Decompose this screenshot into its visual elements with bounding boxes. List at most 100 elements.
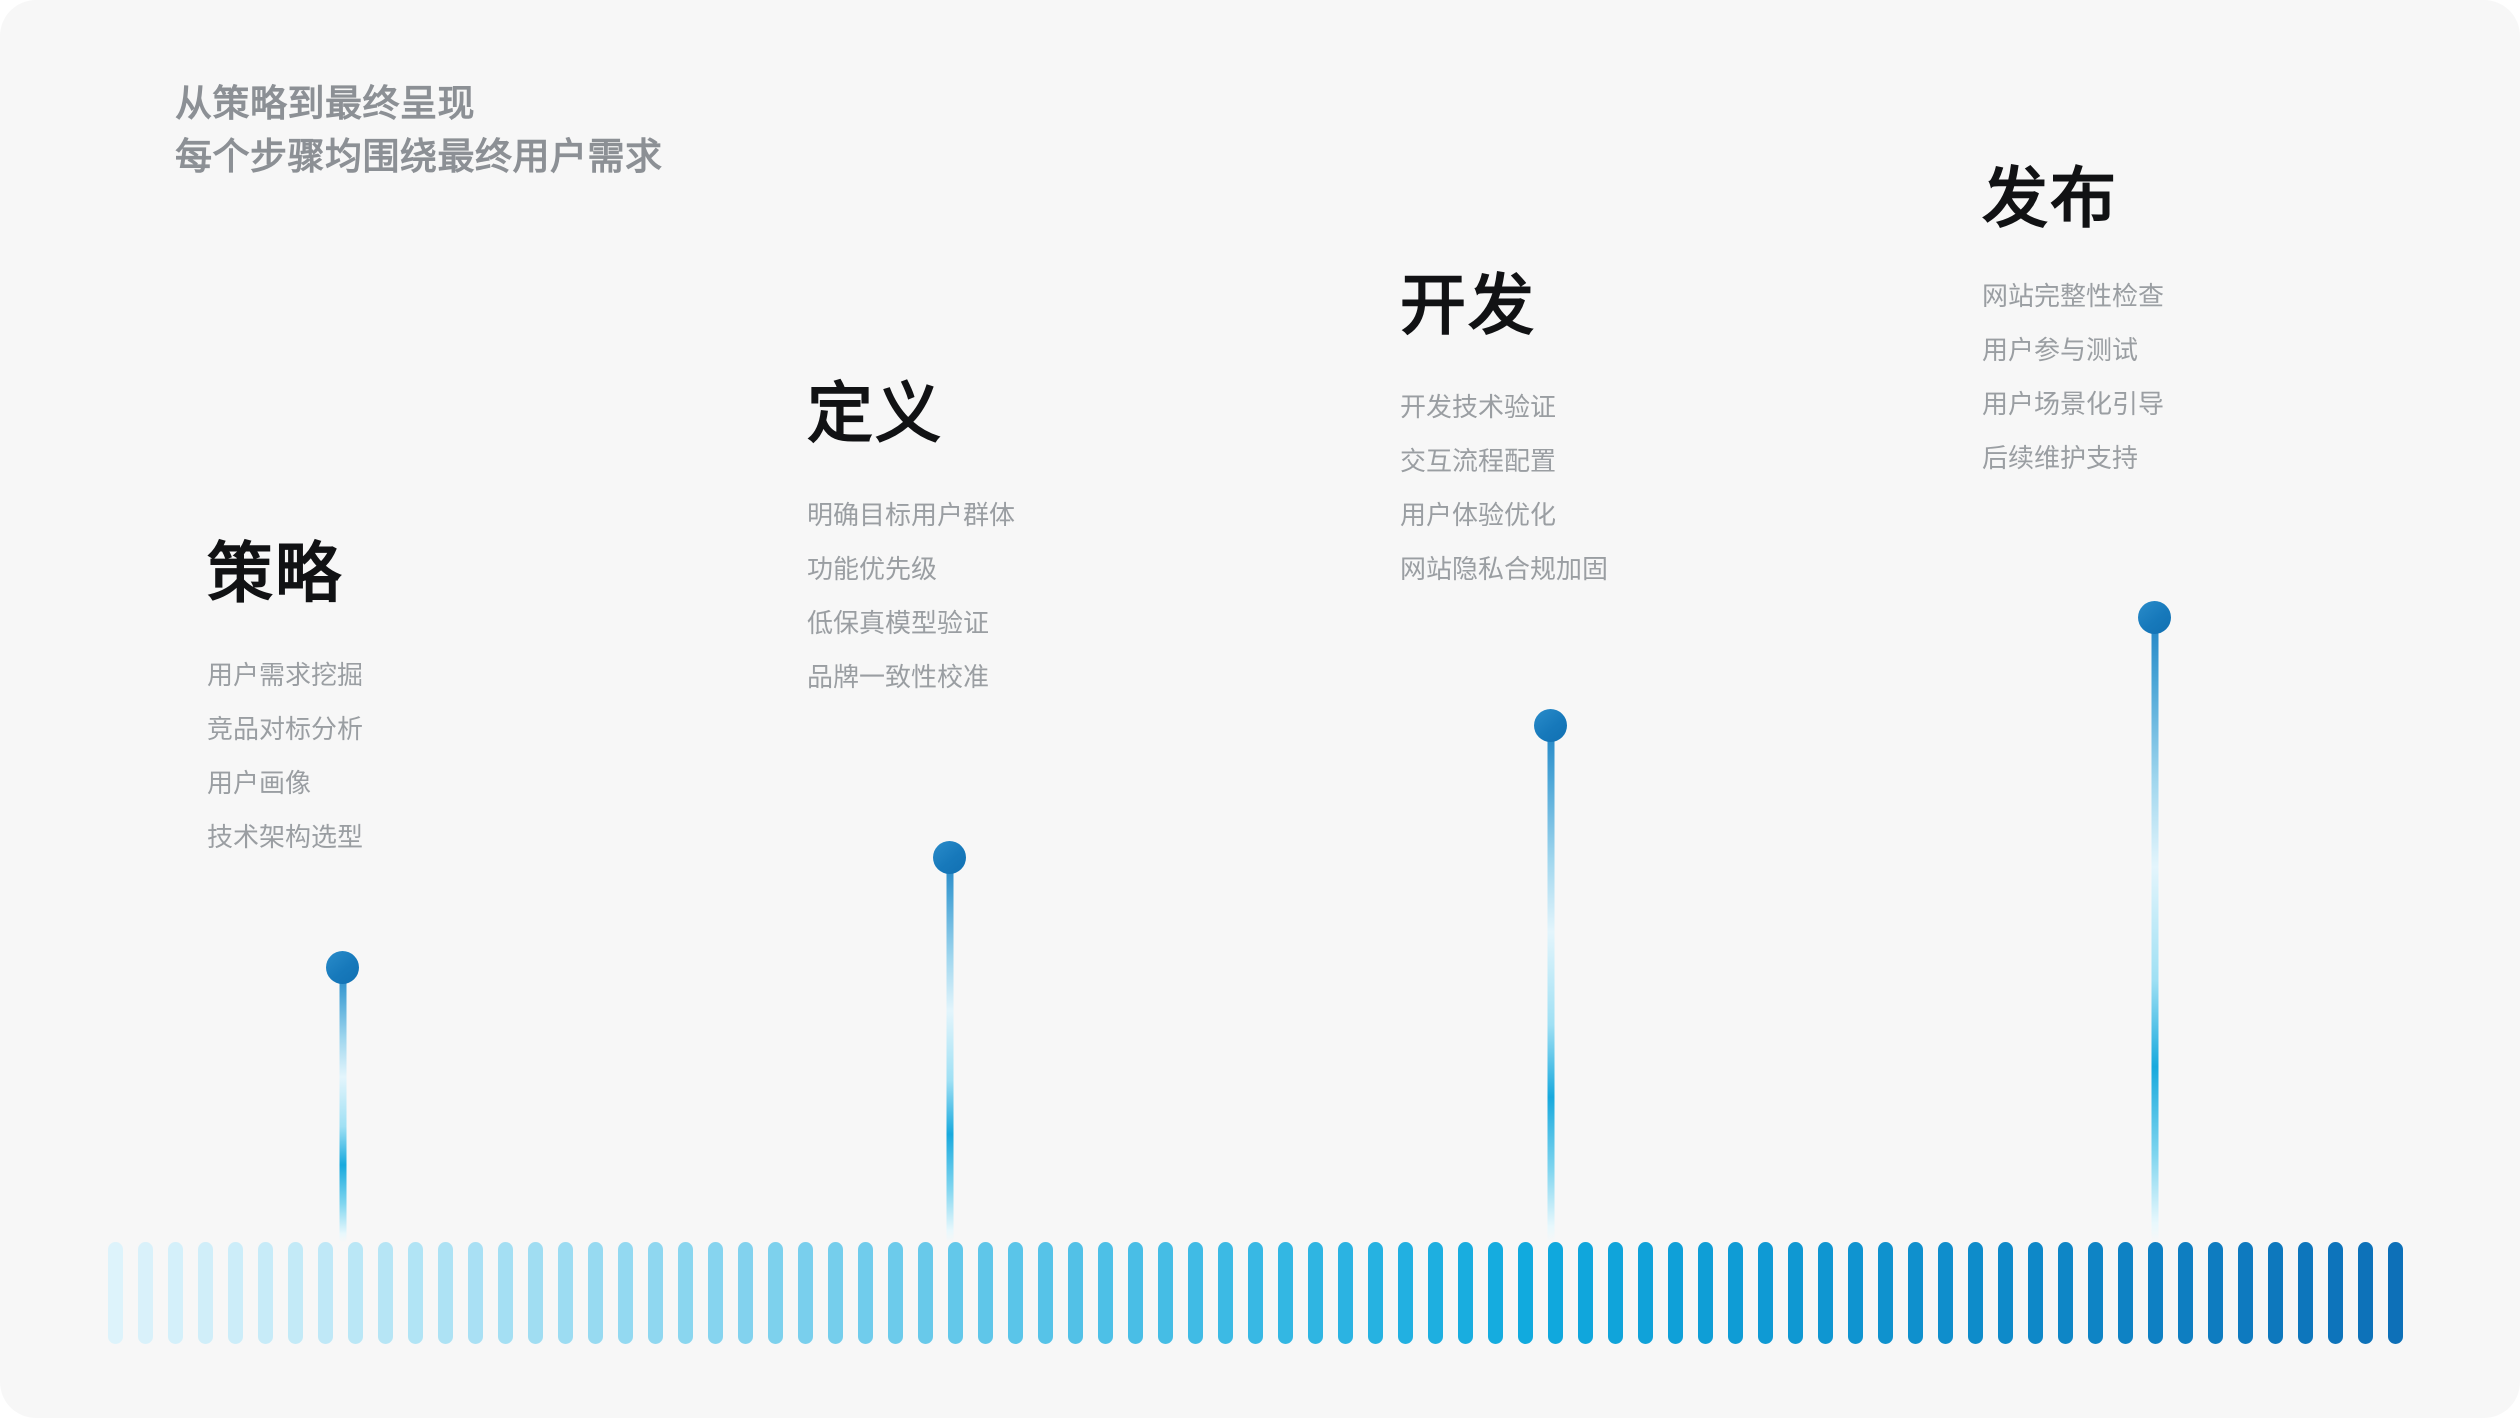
equalizer-bar bbox=[2178, 1242, 2193, 1344]
equalizer-bar bbox=[768, 1242, 783, 1344]
equalizer-bar bbox=[1518, 1242, 1533, 1344]
equalizer-bar bbox=[1428, 1242, 1443, 1344]
pin-dot-icon[interactable] bbox=[1534, 709, 1567, 742]
equalizer-bar bbox=[1818, 1242, 1833, 1344]
equalizer-bar bbox=[1278, 1242, 1293, 1344]
equalizer-bar bbox=[1878, 1242, 1893, 1344]
equalizer-bar bbox=[1848, 1242, 1863, 1344]
timeline-pin[interactable] bbox=[2138, 601, 2172, 1242]
equalizer-bar bbox=[1968, 1242, 1983, 1344]
stage-column-define: 定义 明确目标用户群体 功能优先级 低保真模型验证 品牌一致性校准 bbox=[807, 380, 1015, 718]
equalizer-bar bbox=[1668, 1242, 1683, 1344]
stage-title: 定义 bbox=[807, 376, 943, 450]
equalizer-bar bbox=[858, 1242, 873, 1344]
equalizer-bar bbox=[228, 1242, 243, 1344]
equalizer-bar bbox=[1608, 1242, 1623, 1344]
equalizer-bar bbox=[1218, 1242, 1233, 1344]
equalizer-bar bbox=[2298, 1242, 2313, 1344]
timeline-pin[interactable] bbox=[933, 841, 967, 1242]
equalizer-bar bbox=[558, 1242, 573, 1344]
pin-stem bbox=[946, 857, 954, 1242]
equalizer-bar bbox=[408, 1242, 423, 1344]
equalizer-bar bbox=[1698, 1242, 1713, 1344]
stage-item: 网站隐私合规加固 bbox=[1400, 554, 1609, 584]
stage-item: 功能优先级 bbox=[807, 554, 938, 584]
equalizer-bar bbox=[2238, 1242, 2253, 1344]
equalizer-bar bbox=[1458, 1242, 1473, 1344]
pin-dot-icon[interactable] bbox=[933, 841, 966, 874]
equalizer-bar bbox=[1188, 1242, 1203, 1344]
stage-item: 用户体验优化 bbox=[1400, 500, 1557, 530]
equalizer-bar bbox=[618, 1242, 633, 1344]
equalizer-bar bbox=[168, 1242, 183, 1344]
header-line-1: 从策略到最终呈现 bbox=[175, 83, 475, 124]
equalizer-bar bbox=[2088, 1242, 2103, 1344]
stage-item: 用户场景化引导 bbox=[1982, 389, 2165, 419]
equalizer-bar-strip bbox=[108, 1242, 2418, 1344]
pin-dot-icon[interactable] bbox=[326, 951, 359, 984]
equalizer-bar bbox=[588, 1242, 603, 1344]
equalizer-bar bbox=[738, 1242, 753, 1344]
equalizer-bar bbox=[1578, 1242, 1593, 1344]
equalizer-bar bbox=[498, 1242, 513, 1344]
pin-dot-icon[interactable] bbox=[2138, 601, 2171, 634]
equalizer-bar bbox=[1368, 1242, 1383, 1344]
equalizer-bar bbox=[1038, 1242, 1053, 1344]
stage-item: 明确目标用户群体 bbox=[807, 500, 1016, 530]
stage-item: 用户画像 bbox=[207, 768, 312, 798]
equalizer-bar bbox=[1338, 1242, 1353, 1344]
stage-item: 交互流程配置 bbox=[1400, 446, 1557, 476]
equalizer-bar bbox=[2028, 1242, 2043, 1344]
equalizer-bar bbox=[2388, 1242, 2403, 1344]
header-line-2: 每个步骤均围绕最终用户需求 bbox=[175, 135, 663, 177]
equalizer-bar bbox=[828, 1242, 843, 1344]
equalizer-bar bbox=[918, 1242, 933, 1344]
equalizer-bar bbox=[798, 1242, 813, 1344]
equalizer-bar bbox=[1488, 1242, 1503, 1344]
stage-item: 后续维护支持 bbox=[1982, 443, 2139, 473]
stage-item: 网站完整性检查 bbox=[1982, 281, 2165, 311]
equalizer-bar bbox=[1728, 1242, 1743, 1344]
timeline-pin[interactable] bbox=[1534, 709, 1568, 1242]
equalizer-bar bbox=[1248, 1242, 1263, 1344]
equalizer-bar bbox=[1638, 1242, 1653, 1344]
equalizer-bar bbox=[2208, 1242, 2223, 1344]
pin-stem bbox=[339, 967, 347, 1242]
equalizer-bar bbox=[1158, 1242, 1173, 1344]
equalizer-bar bbox=[1098, 1242, 1113, 1344]
equalizer-bar bbox=[1908, 1242, 1923, 1344]
equalizer-bar bbox=[258, 1242, 273, 1344]
equalizer-bar bbox=[2328, 1242, 2343, 1344]
equalizer-bar bbox=[138, 1242, 153, 1344]
equalizer-bar bbox=[318, 1242, 333, 1344]
equalizer-bar bbox=[1758, 1242, 1773, 1344]
equalizer-bar bbox=[198, 1242, 213, 1344]
equalizer-bar bbox=[1998, 1242, 2013, 1344]
equalizer-bar bbox=[1548, 1242, 1563, 1344]
equalizer-bar bbox=[948, 1242, 963, 1344]
stage-item: 品牌一致性校准 bbox=[807, 662, 990, 692]
equalizer-bar bbox=[348, 1242, 363, 1344]
stage-title: 发布 bbox=[1982, 161, 2118, 235]
stage-item-list: 网站完整性检查 用户参与测试 用户场景化引导 后续维护支持 bbox=[1982, 283, 2164, 471]
equalizer-bar bbox=[2118, 1242, 2133, 1344]
timeline-pin[interactable] bbox=[326, 951, 360, 1242]
equalizer-bar bbox=[2058, 1242, 2073, 1344]
equalizer-bar bbox=[2148, 1242, 2163, 1344]
stage-item-list: 明确目标用户群体 功能优先级 低保真模型验证 品牌一致性校准 bbox=[807, 502, 1015, 690]
equalizer-bar bbox=[468, 1242, 483, 1344]
header-block: 从策略到最终呈现 每个步骤均围绕最终用户需求 bbox=[175, 78, 1175, 183]
equalizer-bar bbox=[648, 1242, 663, 1344]
stage-item: 技术架构选型 bbox=[207, 822, 364, 852]
stage-column-develop: 开发 开发技术验证 交互流程配置 用户体验优化 网站隐私合规加固 bbox=[1400, 272, 1608, 610]
equalizer-bar bbox=[1308, 1242, 1323, 1344]
stage-item: 开发技术验证 bbox=[1400, 392, 1557, 422]
equalizer-bar bbox=[2358, 1242, 2373, 1344]
equalizer-bar bbox=[378, 1242, 393, 1344]
stage-item: 竞品对标分析 bbox=[207, 714, 364, 744]
equalizer-bar bbox=[1008, 1242, 1023, 1344]
stage-item-list: 开发技术验证 交互流程配置 用户体验优化 网站隐私合规加固 bbox=[1400, 394, 1608, 582]
equalizer-bar bbox=[1788, 1242, 1803, 1344]
equalizer-bar bbox=[528, 1242, 543, 1344]
equalizer-bar bbox=[438, 1242, 453, 1344]
